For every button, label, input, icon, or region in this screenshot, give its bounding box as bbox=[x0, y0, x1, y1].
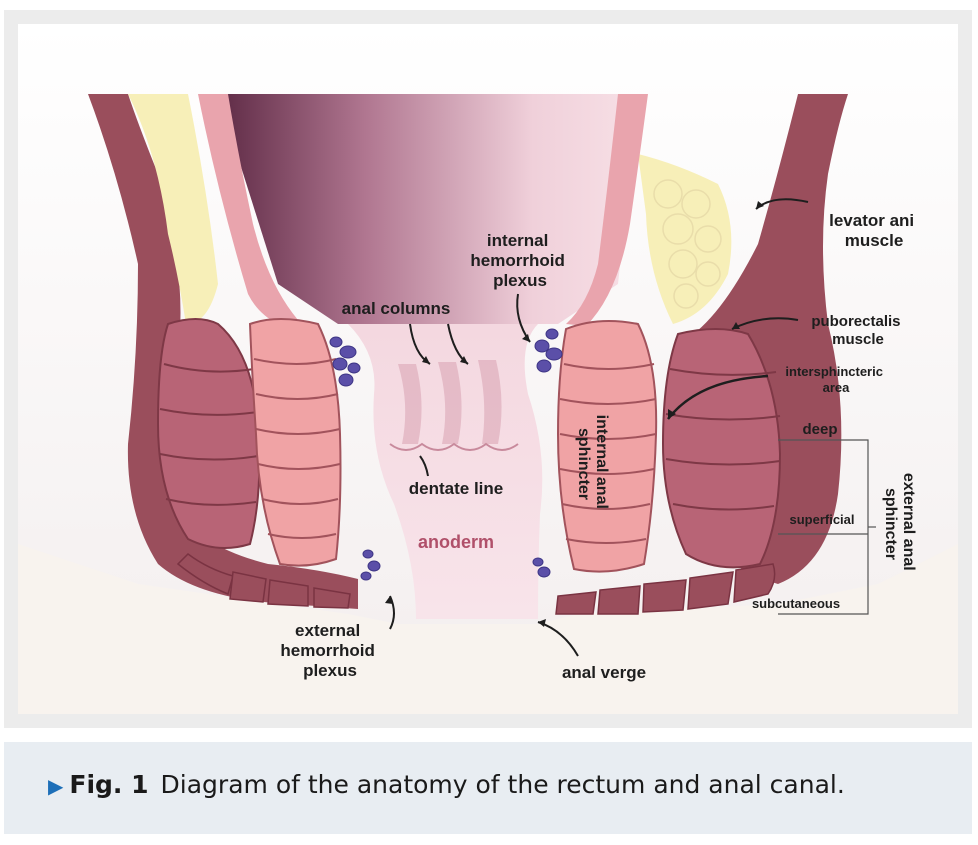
anal-verge-label: anal verge bbox=[562, 663, 646, 682]
svg-text:external anal sphinc: external anal sphincter bbox=[882, 473, 917, 575]
left-internal-hemorrhoid-plexus bbox=[329, 336, 361, 387]
right-external-sphincter bbox=[661, 328, 782, 569]
perineum-skin bbox=[18, 544, 958, 714]
left-external-sphincter-segments bbox=[159, 363, 259, 506]
internal-anal-sphincter-label: internal anal sphincter bbox=[575, 415, 610, 514]
intersphincteric-label: intersphincteric area bbox=[785, 364, 886, 395]
external-hemorrhoid-plexus-label: external hemorrhoid plexus bbox=[280, 621, 379, 680]
anatomy-svg: internal hemorrhoid plexus anal columns … bbox=[18, 24, 958, 714]
right-subcutaneous-segments bbox=[555, 563, 776, 615]
puborectalis-label: puborectalis muscle bbox=[811, 313, 904, 348]
left-fat-pad bbox=[128, 94, 218, 324]
left-internal-sphincter-segments bbox=[253, 358, 341, 539]
external-sphincter-bracket bbox=[778, 439, 876, 615]
arrow-heads bbox=[385, 201, 764, 627]
internal-hemorrhoid-plexus-label: internal hemorrhoid plexus bbox=[470, 231, 569, 290]
anal-columns-label: anal columns bbox=[342, 299, 451, 318]
anoderm-label: anoderm bbox=[418, 532, 494, 552]
right-external-hemorrhoid-plexus bbox=[532, 557, 551, 578]
right-internal-sphincter-segments bbox=[559, 363, 657, 544]
subcutaneous-label: subcutaneous bbox=[752, 596, 840, 611]
figure-caption: ▶Fig. 1 Diagram of the anatomy of the rec… bbox=[48, 770, 845, 799]
deep-label: deep bbox=[802, 421, 837, 438]
left-subcutaneous-segments bbox=[176, 553, 351, 609]
svg-text:internal anal sphinc: internal anal sphincter bbox=[575, 415, 610, 514]
anal-columns-shading bbox=[398, 360, 502, 444]
levator-ani-label: levator ani muscle bbox=[829, 211, 919, 250]
left-internal-sphincter bbox=[248, 318, 342, 567]
right-external-sphincter-segments bbox=[665, 368, 781, 511]
left-external-hemorrhoid-plexus bbox=[360, 549, 381, 581]
right-fat-lobules bbox=[653, 179, 722, 309]
caption-text: Diagram of the anatomy of the rectum and… bbox=[160, 770, 845, 799]
right-internal-hemorrhoid-plexus bbox=[534, 328, 563, 373]
right-rectal-wall bbox=[566, 94, 648, 326]
dentate-line-wave bbox=[389, 442, 519, 451]
rectum-lumen bbox=[218, 94, 638, 324]
arrow-dentate-line bbox=[419, 455, 429, 477]
left-external-sphincter bbox=[156, 318, 261, 549]
right-internal-sphincter bbox=[556, 320, 658, 573]
superficial-label: superficial bbox=[789, 512, 854, 527]
figure-number: Fig. 1 bbox=[69, 770, 149, 799]
arrow-intersphincteric bbox=[667, 374, 769, 420]
dentate-line-label: dentate line bbox=[409, 479, 503, 498]
figure-frame: internal hemorrhoid plexus anal columns … bbox=[4, 10, 972, 728]
caption-bar: ▶Fig. 1 Diagram of the anatomy of the rec… bbox=[4, 742, 972, 834]
external-anal-sphincter-label: external anal sphincter bbox=[882, 473, 917, 575]
left-levator-muscle bbox=[88, 94, 358, 609]
left-rectal-wall bbox=[198, 94, 298, 324]
anatomy-diagram: internal hemorrhoid plexus anal columns … bbox=[18, 24, 958, 714]
arrow-external-hemorrhoid bbox=[389, 595, 395, 630]
caption-marker-icon: ▶ bbox=[48, 774, 64, 798]
